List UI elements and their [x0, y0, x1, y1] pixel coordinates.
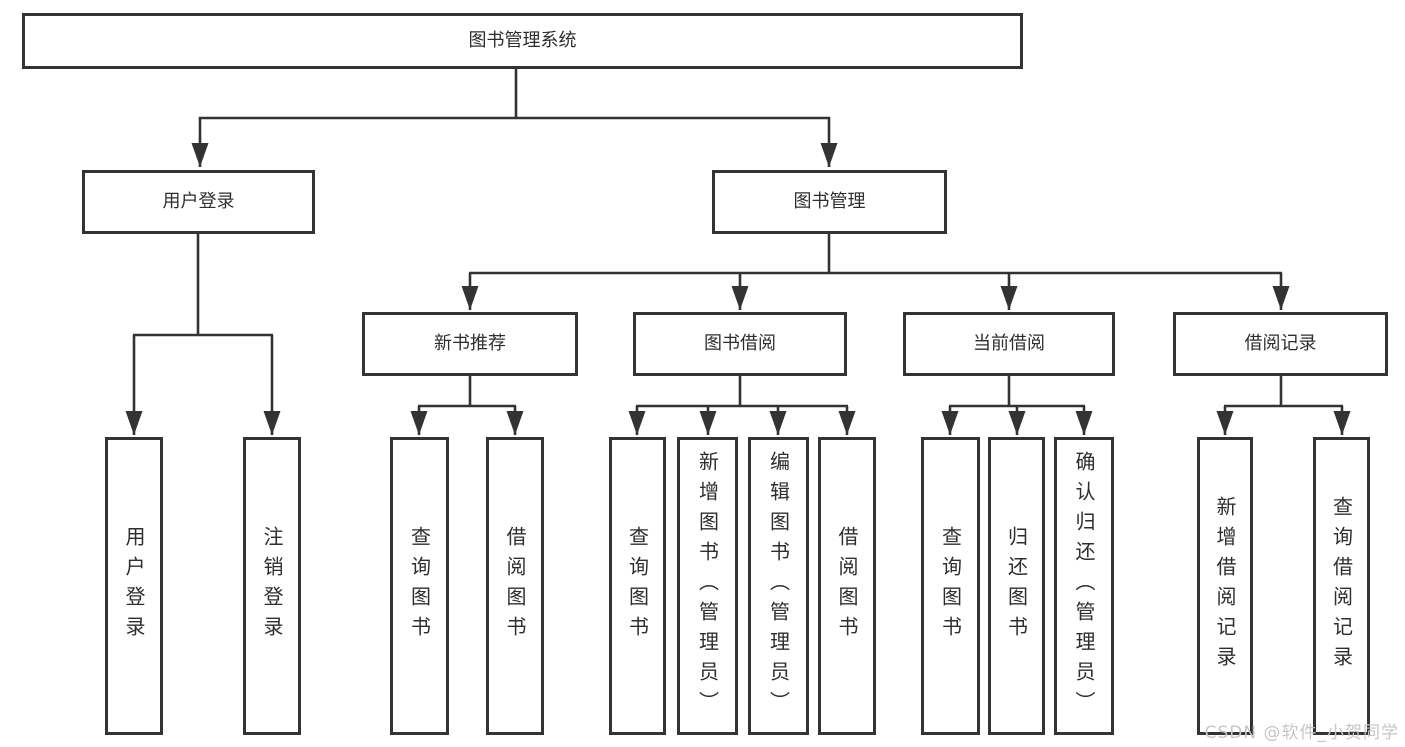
node-borrowing-records: 借阅记录 [1173, 312, 1388, 376]
csdn-watermark: CSDN @软件_小贺同学 [1204, 723, 1399, 743]
node-book-management: 图书管理 [712, 170, 947, 234]
leaf-logout: 注销登录 [243, 437, 301, 735]
node-new-book-recommendation: 新书推荐 [362, 312, 578, 376]
leaf-query-books-borrowing: 查询图书 [609, 437, 666, 735]
leaf-user-login: 用户登录 [105, 437, 163, 735]
leaf-add-borrow-record: 新增借阅记录 [1197, 437, 1253, 735]
leaf-edit-books-admin: 编辑图书（管理员） [748, 437, 809, 735]
leaf-borrow-books-borrowing: 借阅图书 [818, 437, 876, 735]
leaf-return-books: 归还图书 [988, 437, 1045, 735]
leaf-add-books-admin: 新增图书（管理员） [677, 437, 738, 735]
leaf-query-borrow-record: 查询借阅记录 [1313, 437, 1370, 735]
node-user-login: 用户登录 [82, 170, 315, 234]
node-root-system: 图书管理系统 [22, 13, 1023, 69]
leaf-borrow-books-recommend: 借阅图书 [486, 437, 544, 735]
leaf-confirm-return-admin: 确认归还（管理员） [1054, 437, 1114, 735]
leaf-query-books-recommend: 查询图书 [390, 437, 449, 735]
node-current-borrowing: 当前借阅 [903, 312, 1115, 376]
leaf-query-books-current: 查询图书 [921, 437, 980, 735]
node-book-borrowing: 图书借阅 [633, 312, 847, 376]
